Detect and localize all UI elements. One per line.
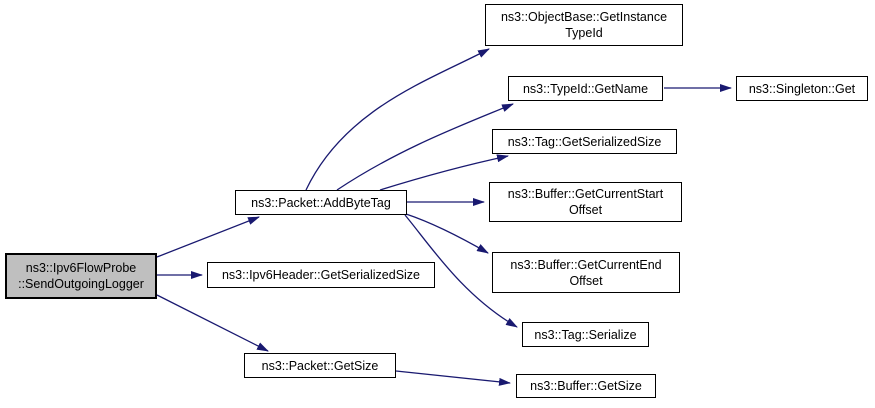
node-buffer-get-current-start-offset[interactable]: ns3::Buffer::GetCurrentStart Offset — [489, 182, 682, 222]
node-tag-get-serialized-size[interactable]: ns3::Tag::GetSerializedSize — [492, 129, 677, 154]
node-label: ns3::Buffer::GetCurrentStart Offset — [507, 187, 664, 217]
node-tag-serialize[interactable]: ns3::Tag::Serialize — [522, 322, 649, 347]
edge-addbytetag-getinstancetypeid — [305, 48, 490, 191]
node-label: ns3::TypeId::GetName — [522, 81, 649, 96]
node-label: ns3::ObjectBase::GetInstance TypeId — [500, 10, 668, 40]
node-label: ns3::Packet::AddByteTag — [251, 195, 391, 210]
edge-addbytetag-tag-getserializedsize — [379, 154, 509, 191]
node-buffer-get-current-end-offset[interactable]: ns3::Buffer::GetCurrentEnd Offset — [492, 252, 680, 293]
node-label: ns3::Ipv6FlowProbe ::SendOutgoingLogger — [18, 261, 144, 291]
node-typeid-get-name[interactable]: ns3::TypeId::GetName — [508, 76, 663, 101]
node-label: ns3::Packet::GetSize — [261, 358, 379, 373]
edge-addbytetag-tag-serialize — [404, 214, 518, 328]
node-label: ns3::Tag::Serialize — [534, 327, 637, 342]
edge-packet-getsize-buffer-getsize — [395, 370, 511, 386]
node-buffer-get-size[interactable]: ns3::Buffer::GetSize — [516, 374, 656, 398]
edge-addbytetag-buffer-getcurrentendoffset — [405, 213, 489, 254]
node-ipv6flowprobe-send-outgoing-logger: ns3::Ipv6FlowProbe ::SendOutgoingLogger — [5, 253, 157, 299]
edge-sendoutgoinglogger-packet-getsize — [156, 294, 269, 352]
node-singleton-get[interactable]: ns3::Singleton::Get — [736, 76, 868, 101]
edge-addbytetag-typeid-getname — [336, 103, 514, 191]
node-packet-add-byte-tag[interactable]: ns3::Packet::AddByteTag — [235, 190, 407, 215]
node-ipv6header-get-serialized-size[interactable]: ns3::Ipv6Header::GetSerializedSize — [207, 262, 435, 288]
node-label: ns3::Singleton::Get — [748, 81, 856, 96]
node-packet-get-size[interactable]: ns3::Packet::GetSize — [244, 353, 396, 378]
node-label: ns3::Ipv6Header::GetSerializedSize — [221, 268, 421, 282]
node-label: ns3::Buffer::GetCurrentEnd Offset — [510, 257, 662, 288]
node-label: ns3::Buffer::GetSize — [530, 379, 642, 393]
node-label: ns3::Tag::GetSerializedSize — [507, 134, 662, 149]
edge-sendoutgoinglogger-addbytetag — [156, 216, 260, 258]
node-objectbase-get-instance-type-id[interactable]: ns3::ObjectBase::GetInstance TypeId — [485, 4, 683, 46]
